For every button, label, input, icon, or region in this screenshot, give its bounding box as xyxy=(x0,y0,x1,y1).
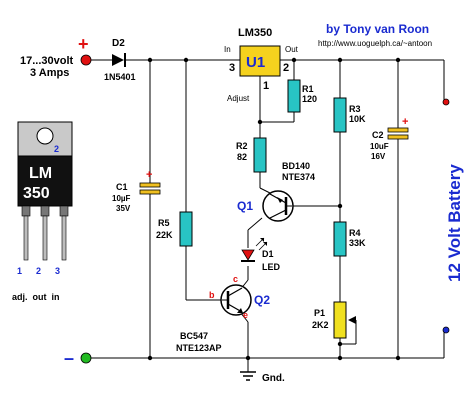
negative-terminal-icon xyxy=(80,352,92,364)
r2-ref: R2 xyxy=(236,141,248,151)
u1-pin-out: 2 xyxy=(283,62,289,74)
c2-plus: + xyxy=(402,116,408,128)
input-current-label: 3 Amps xyxy=(30,67,69,79)
package-pinout-label: adj. out in xyxy=(12,292,60,302)
junction-dot xyxy=(183,57,189,63)
package-name-1: LM xyxy=(29,165,52,182)
potentiometer-p1 xyxy=(333,301,347,339)
u1-ref: U1 xyxy=(246,54,265,71)
junction-dot xyxy=(395,355,401,361)
ground-label: Gnd. xyxy=(262,373,285,384)
mounting-hole-icon xyxy=(36,127,54,145)
r1-ref: R1 xyxy=(302,84,314,94)
c1-voltage: 35V xyxy=(116,204,131,213)
d2-value: 1N5401 xyxy=(104,72,136,82)
r3-value: 10K xyxy=(349,114,366,124)
q2-part2: NTE123AP xyxy=(176,343,222,353)
junction-dot xyxy=(147,57,153,63)
package-pin-1: 1 xyxy=(17,266,22,276)
u1-adjust-label: Adjust xyxy=(227,94,250,103)
junction-dot xyxy=(337,203,343,209)
pot-wiper-icon xyxy=(348,316,356,324)
c1-plus: + xyxy=(146,169,152,181)
q2-emitter-arrow-icon xyxy=(237,308,243,313)
capacitor-c2 xyxy=(387,127,409,140)
battery-negative-terminal-icon xyxy=(442,326,450,334)
led-d1 xyxy=(241,237,268,262)
resistor-r1 xyxy=(287,79,301,113)
diode-d2-icon xyxy=(112,54,124,66)
lm350-package: 2 LM 350 1 2 3 adj. out in xyxy=(12,121,73,302)
p1-value: 2K2 xyxy=(312,320,329,330)
c2-voltage: 16V xyxy=(371,152,386,161)
led-d1-icon xyxy=(241,249,255,261)
author-label: by Tony van Roon xyxy=(326,22,429,36)
package-pin-3: 3 xyxy=(55,266,60,276)
r5-ref: R5 xyxy=(158,218,170,228)
resistor-r2 xyxy=(253,137,267,173)
q2-pin-c: c xyxy=(233,274,238,284)
c2-value: 10uF xyxy=(370,142,389,151)
q2-pin-b: b xyxy=(209,290,215,300)
package-lead xyxy=(61,215,67,261)
r4-ref: R4 xyxy=(349,228,361,238)
package-lead xyxy=(23,215,29,261)
url-label: http://www.uoguelph.ca/~antoon xyxy=(318,39,432,48)
r1-value: 120 xyxy=(302,94,317,104)
q2-part1: BC547 xyxy=(180,331,208,341)
minus-sign: – xyxy=(64,348,74,368)
u1-name: LM350 xyxy=(238,27,272,39)
resistor-r3 xyxy=(333,97,347,133)
p1-ref: P1 xyxy=(314,308,325,318)
d1-ref: D1 xyxy=(262,249,274,259)
c2-ref: C2 xyxy=(372,130,384,140)
battery-label: 12 Volt Battery xyxy=(445,164,464,282)
q1-emitter-arrow-icon xyxy=(277,197,283,203)
d2-ref: D2 xyxy=(112,38,125,49)
package-name-2: 350 xyxy=(23,185,50,202)
resistor-r5 xyxy=(179,211,193,247)
r3-ref: R3 xyxy=(349,104,361,114)
positive-terminal-icon xyxy=(80,54,92,66)
r2-value: 82 xyxy=(237,152,247,162)
junction-dot xyxy=(337,355,343,361)
junction-dot xyxy=(257,119,263,125)
c1-ref: C1 xyxy=(116,182,128,192)
battery-positive-terminal-icon xyxy=(442,98,450,106)
q2-ref: Q2 xyxy=(254,293,270,307)
u1-out-label: Out xyxy=(285,45,299,54)
r4-value: 33K xyxy=(349,238,366,248)
r5-value: 22K xyxy=(156,230,173,240)
capacitor-c1 xyxy=(139,182,161,195)
u1-pin-in: 3 xyxy=(229,62,235,74)
junction-dots xyxy=(147,57,401,361)
u1-body xyxy=(239,45,281,77)
junction-dot xyxy=(291,57,297,63)
junction-dot xyxy=(245,355,251,361)
resistor-r4 xyxy=(333,221,347,257)
plus-sign: + xyxy=(78,34,89,54)
input-voltage-label: 17...30volt xyxy=(20,55,74,67)
u1-pin-adj: 1 xyxy=(263,80,269,92)
q2-pin-e: e xyxy=(243,310,248,320)
junction-dot xyxy=(337,341,343,347)
u1-in-label: In xyxy=(224,45,231,54)
q1-part1: BD140 xyxy=(282,161,310,171)
q1-part2: NTE374 xyxy=(282,172,315,182)
diode-d2 xyxy=(112,53,134,67)
q1-ref: Q1 xyxy=(237,199,253,213)
package-pin-2: 2 xyxy=(36,266,41,276)
c1-value: 10µF xyxy=(112,194,131,203)
junction-dot xyxy=(337,57,343,63)
package-tab-pin: 2 xyxy=(54,144,59,154)
junction-dot xyxy=(147,355,153,361)
d1-value: LED xyxy=(262,262,281,272)
package-lead xyxy=(42,215,48,261)
ground-icon xyxy=(240,371,256,381)
junction-dot xyxy=(395,57,401,63)
